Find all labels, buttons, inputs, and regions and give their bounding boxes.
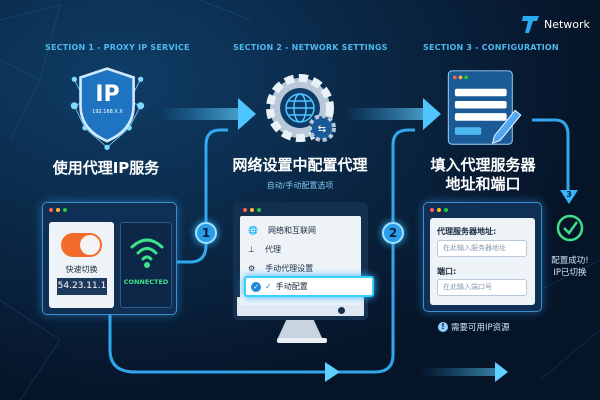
menu-item-manual-config-selected[interactable]: ✓ ✓ 手动配置 — [244, 276, 374, 297]
port-input[interactable]: 在此输入端口号 — [437, 279, 527, 296]
info-icon: ! — [438, 322, 448, 332]
step-1-marker: 1 — [195, 222, 217, 244]
monitor: 🌐网络和互联网 ⊥代理 ⚙手动代理设置 — [233, 202, 368, 320]
network-tree-icon: ⊥ — [248, 244, 255, 254]
quick-switch-toggle[interactable] — [61, 233, 102, 257]
check-circle-icon: ✓ — [251, 281, 261, 292]
section-3-title-line2: 地址和端口 — [445, 175, 521, 193]
svg-text:⇆: ⇆ — [318, 124, 326, 135]
brand-logo-icon — [522, 16, 539, 33]
proxy-ip-shield: IP 192.168.X.X — [60, 66, 155, 150]
section-1-label: SECTION 1 - PROXY IP SERVICE — [45, 43, 190, 52]
ip-resource-note: ! 需要可用IP资源 — [438, 321, 510, 333]
proxy-switch-window: 快速切换 54.23.11.1 CONNECTED — [42, 202, 177, 315]
gear-icon: ⚙ — [248, 263, 256, 273]
proxy-form-window: 代理服务器地址: 在此输入服务器地址 端口: 在此输入端口号 — [423, 202, 542, 312]
section-3-title-line1: 填入代理服务器 — [430, 156, 536, 174]
connection-card: CONNECTED — [120, 222, 172, 308]
gear-globe-icon: ⇆ — [266, 74, 336, 142]
section-2-title: 网络设置中配置代理 — [232, 156, 368, 174]
menu-item-proxy[interactable]: ⊥代理 — [248, 244, 281, 254]
switch-card: 快速切换 54.23.11.1 — [49, 222, 114, 308]
connection-status: CONNECTED — [123, 278, 169, 286]
toggle-label: 快速切换 — [65, 265, 98, 274]
shield-network-icon — [70, 67, 145, 150]
section-2-label: SECTION 2 - NETWORK SETTINGS — [233, 43, 388, 52]
step-2-marker: 2 — [382, 222, 404, 244]
section-2-subtitle: 自动/手动配置选项 — [266, 181, 334, 190]
wifi-icon — [130, 238, 164, 268]
brand-logo: Network — [522, 14, 590, 34]
shield-ip: 192.168.X.X — [92, 109, 123, 115]
section-3-label: SECTION 3 - CONFIGURATION — [423, 43, 559, 52]
brand-name: Network — [544, 17, 590, 31]
globe-icon: 🌐 — [248, 225, 258, 235]
port-label: 端口: — [437, 267, 457, 276]
current-ip: 54.23.11.1 — [57, 278, 107, 295]
success-message: 配置成功!IP已切换 — [551, 256, 589, 278]
menu-item-manual-proxy-settings[interactable]: ⚙手动代理设置 — [248, 263, 314, 273]
section-1-title: 使用代理IP服务 — [52, 159, 160, 177]
address-input[interactable]: 在此输入服务器地址 — [437, 240, 527, 257]
address-label: 代理服务器地址: — [437, 227, 497, 236]
step-3-marker: 3 — [560, 190, 578, 204]
shield-text: IP — [95, 82, 120, 107]
check-icon: ✓ — [265, 282, 272, 291]
monitor-stand — [277, 320, 323, 340]
menu-item-network[interactable]: 🌐网络和互联网 — [248, 225, 316, 235]
form-edit-icon — [447, 70, 522, 145]
window-controls — [49, 208, 67, 212]
success-check-icon — [556, 214, 584, 242]
